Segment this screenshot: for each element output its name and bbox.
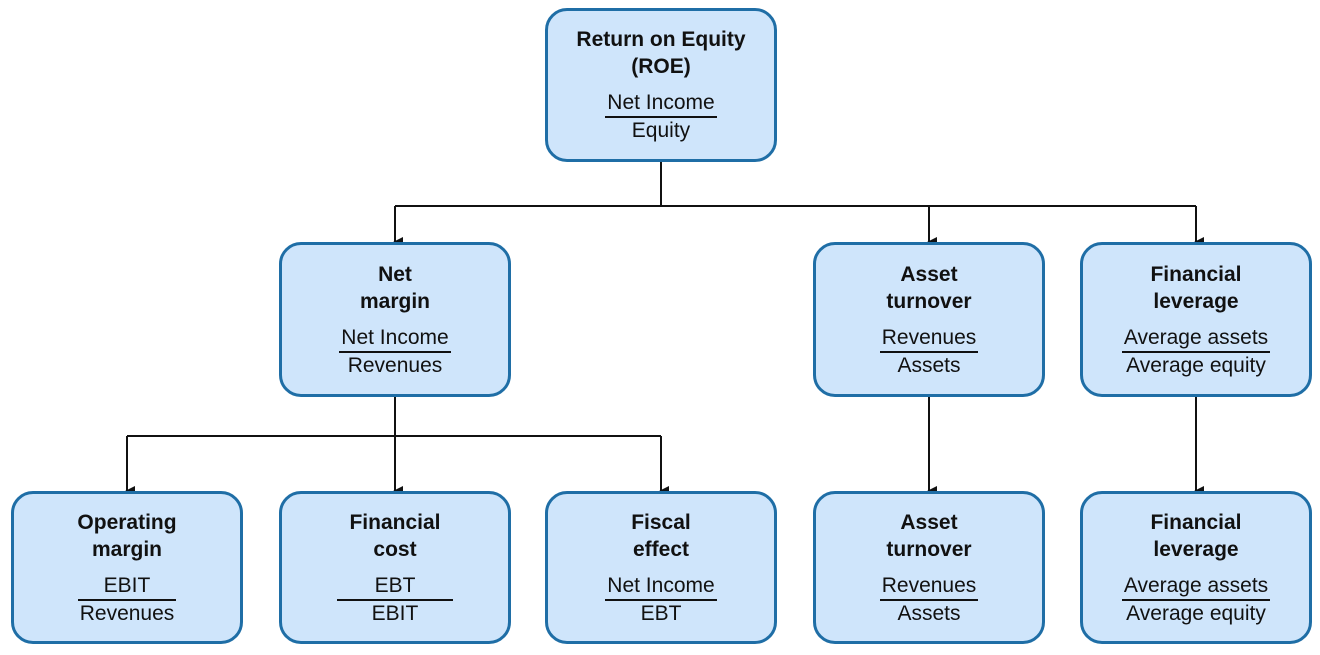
asset-turnover-box: Asset turnover Revenues Assets [813,242,1045,397]
fraction-bar [77,598,177,601]
fiscal-effect-numerator: Net Income [607,573,715,597]
fraction-bar [879,350,979,353]
operating-margin-numerator: EBIT [103,573,151,597]
fiscal-effect-box: Fiscal effect Net Income EBT [545,491,777,644]
financial-cost-box: Financial cost EBT EBIT [279,491,511,644]
fiscal-effect-formula: Net Income EBT [605,573,717,627]
financial-leverage-denominator: Average equity [1126,353,1266,377]
financial-leverage-2-formula: Average assets Average equity [1121,573,1271,627]
asset-turnover-title: Asset turnover [886,262,972,313]
roe-title: Return on Equity (ROE) [576,28,746,78]
roe-numerator: Net Income [607,91,715,114]
financial-leverage-formula: Average assets Average equity [1121,325,1271,379]
financial-leverage-2-numerator: Average assets [1123,573,1269,597]
financial-cost-numerator: EBT [374,573,416,597]
asset-turnover-numerator: Revenues [881,325,977,349]
fraction-bar [605,116,717,118]
fiscal-effect-title: Fiscal effect [631,510,691,561]
asset-turnover-formula: Revenues Assets [879,325,979,379]
financial-leverage-2-denominator: Average equity [1126,601,1266,625]
operating-margin-title: Operating margin [77,510,177,561]
financial-leverage-2-box: Financial leverage Average assets Averag… [1080,491,1312,644]
net-margin-box: Net margin Net Income Revenues [279,242,511,397]
financial-cost-formula: EBT EBIT [337,573,453,627]
net-margin-numerator: Net Income [341,325,449,349]
operating-margin-box: Operating margin EBIT Revenues [11,491,243,644]
fraction-bar [1121,598,1271,601]
roe-box: Return on Equity (ROE) Net Income Equity [545,8,777,162]
financial-leverage-box: Financial leverage Average assets Averag… [1080,242,1312,397]
net-margin-formula: Net Income Revenues [339,325,451,379]
operating-margin-denominator: Revenues [79,601,175,625]
financial-cost-title: Financial cost [349,510,441,561]
asset-turnover-2-title: Asset turnover [886,510,972,561]
operating-margin-formula: EBIT Revenues [77,573,177,627]
financial-leverage-2-title: Financial leverage [1150,510,1242,561]
fraction-bar [879,598,979,601]
fiscal-effect-denominator: EBT [640,601,682,625]
asset-turnover-2-denominator: Assets [897,601,961,625]
roe-formula: Net Income Equity [605,90,717,144]
financial-leverage-numerator: Average assets [1123,325,1269,349]
asset-turnover-2-numerator: Revenues [881,573,977,597]
roe-denominator: Equity [631,119,691,142]
fraction-bar [605,598,717,601]
financial-leverage-title: Financial leverage [1150,262,1242,313]
fraction-bar [339,350,451,353]
net-margin-denominator: Revenues [347,353,443,377]
asset-turnover-2-box: Asset turnover Revenues Assets [813,491,1045,644]
net-margin-title: Net margin [359,262,430,313]
fraction-bar [1121,350,1271,353]
asset-turnover-2-formula: Revenues Assets [879,573,979,627]
financial-cost-denominator: EBIT [371,601,419,625]
fraction-bar [337,598,453,601]
asset-turnover-denominator: Assets [897,353,961,377]
